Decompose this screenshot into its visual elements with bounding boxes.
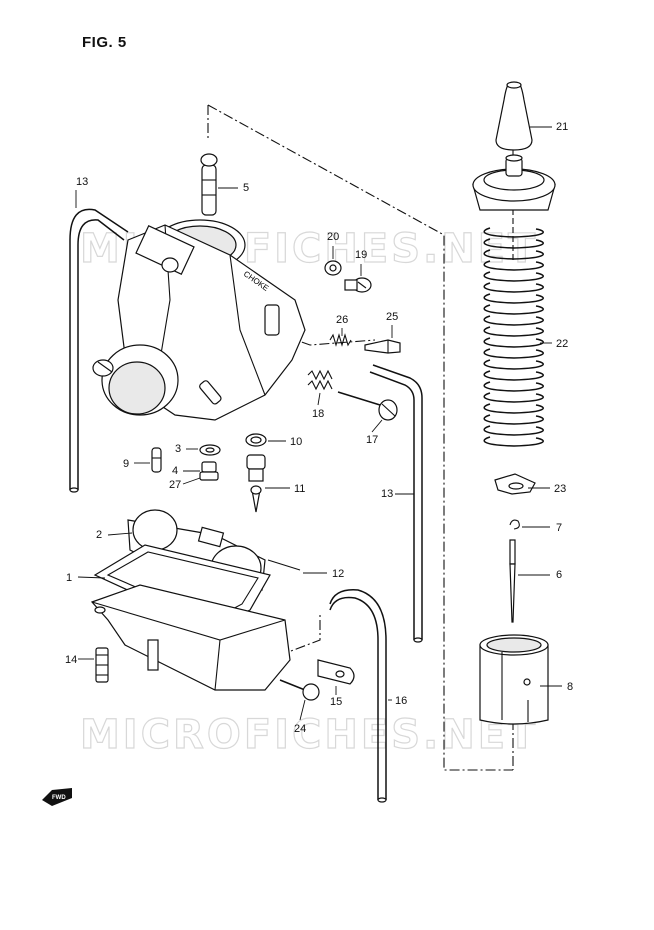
part-number-label: 11 <box>294 483 305 495</box>
callout-leader-p18 <box>317 392 321 406</box>
part-12-pin <box>267 559 301 571</box>
carburetor-body: CHOKE <box>92 219 306 421</box>
part-25-pilot-screw <box>364 339 401 354</box>
part-number-label: 2 <box>96 529 102 541</box>
part-number-label: 23 <box>554 483 566 495</box>
part-24-drain-screw <box>279 679 320 701</box>
fwd-direction-badge: FWD <box>42 788 72 806</box>
part-number-label: 14 <box>65 654 77 666</box>
part-number-label: 12 <box>332 568 344 580</box>
part-16-overflow-hose <box>329 589 387 803</box>
part-number-label: 17 <box>366 434 378 446</box>
float-chamber <box>90 584 291 691</box>
part-number-label: 10 <box>290 436 302 448</box>
callout-leader-p27 <box>182 477 201 485</box>
part-20-washer <box>324 260 342 276</box>
part-6-jet-needle <box>509 539 516 623</box>
part-number-label: 13 <box>381 488 393 500</box>
part-number-label: 18 <box>312 408 324 420</box>
part-number-label: 8 <box>567 681 573 693</box>
part-7-clip <box>509 519 520 530</box>
part-4-main-jet <box>199 461 219 481</box>
part-11-needle-valve <box>246 454 266 513</box>
part-21-cap <box>472 154 556 211</box>
callout-leader-p1 <box>77 576 106 579</box>
fwd-label: FWD <box>52 795 66 801</box>
figure-title: FIG. 5 <box>82 34 127 51</box>
part-number-label: 27 <box>169 479 181 491</box>
part-8-throttle-slide <box>479 634 549 725</box>
callout-leader-p24 <box>299 699 306 721</box>
part-3-washer <box>199 444 221 456</box>
part-17-throttle-stop-screw <box>337 391 398 421</box>
watermark-bottom: MICROFICHES.NET <box>80 712 538 758</box>
part-number-label: 26 <box>336 314 348 326</box>
part-number-label: 7 <box>556 522 562 534</box>
part-13-vent-hose-left <box>69 208 129 493</box>
part-number-label: 4 <box>172 465 178 477</box>
part-21-boot <box>495 81 533 151</box>
part-number-label: 9 <box>123 458 129 470</box>
part-15-bracket <box>317 659 355 685</box>
part-number-label: 25 <box>386 311 398 323</box>
part-number-label: 21 <box>556 121 568 133</box>
part-number-label: 24 <box>294 723 306 735</box>
part-14-screw <box>95 647 109 683</box>
part-number-label: 5 <box>243 182 249 194</box>
part-9-pilot-jet <box>151 447 162 473</box>
part-number-label: 20 <box>327 231 339 243</box>
part-13-vent-hose-right <box>369 364 423 643</box>
part-number-label: 6 <box>556 569 562 581</box>
part-18-spring <box>307 369 333 391</box>
callout-leader-p17 <box>371 419 383 433</box>
part-number-label: 19 <box>355 249 367 261</box>
part-5-screw <box>200 153 218 216</box>
part-number-label: 13 <box>76 176 88 188</box>
callout-leader-p2 <box>107 532 133 536</box>
part-number-label: 22 <box>556 338 568 350</box>
part-number-label: 1 <box>66 572 72 584</box>
part-23-plate <box>494 473 536 495</box>
part-number-label: 3 <box>175 443 181 455</box>
part-number-label: 16 <box>395 695 407 707</box>
part-10-o-ring <box>245 433 267 447</box>
part-number-label: 15 <box>330 696 342 708</box>
part-26-spring <box>329 333 352 347</box>
part-19-screw <box>344 277 372 293</box>
